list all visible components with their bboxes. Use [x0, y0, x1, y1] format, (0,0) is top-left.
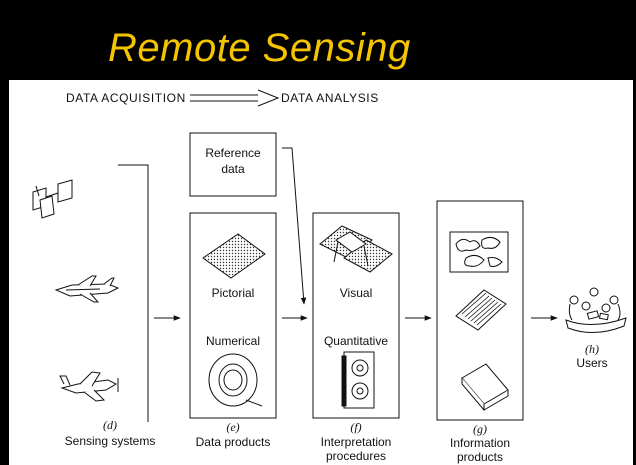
tape-reel-icon	[208, 353, 263, 407]
data-products-caption: Data products	[195, 435, 271, 449]
jet-icon	[54, 275, 120, 303]
sensing-bracket	[118, 164, 149, 422]
data-acquisition-label: DATA ACQUISITION	[66, 91, 186, 105]
reference-data-line1: Reference	[205, 146, 261, 160]
sensing-systems-caption: Sensing systems	[64, 434, 156, 448]
reference-data-box	[189, 132, 277, 197]
users-letter: (h)	[585, 342, 599, 356]
title-bar: Remote Sensing	[0, 0, 636, 80]
sensing-systems-letter: (d)	[103, 418, 117, 432]
reference-data-line2: data	[221, 162, 245, 176]
numerical-label: Numerical	[205, 334, 260, 348]
map-icon	[449, 231, 509, 273]
arrow-reference-to-interpretation	[282, 147, 307, 305]
stereoscope-icon	[319, 225, 393, 273]
quantitative-label: Quantitative	[323, 334, 389, 348]
interpretation-letter: (f)	[350, 420, 362, 434]
report-table-icon	[455, 289, 507, 331]
information-caption-line2: products	[456, 450, 504, 464]
book-icon	[461, 363, 509, 412]
interpretation-caption-line2: procedures	[325, 449, 387, 463]
data-analysis-label: DATA ANALYSIS	[281, 91, 379, 105]
users-caption: Users	[576, 356, 608, 370]
information-caption-line1: Information	[449, 436, 511, 450]
users-group-icon	[565, 287, 627, 333]
pictorial-label: Pictorial	[211, 286, 255, 300]
propeller-plane-icon	[59, 371, 119, 402]
interpretation-caption-line1: Interpretation	[320, 435, 392, 449]
pictorial-image-icon	[202, 233, 266, 279]
satellite-icon	[32, 179, 73, 219]
data-products-letter: (e)	[226, 420, 240, 434]
tape-drive-icon	[341, 351, 375, 409]
acquisition-to-analysis-arrow	[190, 89, 280, 107]
information-letter: (g)	[473, 422, 487, 436]
slide-title: Remote Sensing	[108, 26, 411, 70]
visual-label: Visual	[339, 286, 373, 300]
